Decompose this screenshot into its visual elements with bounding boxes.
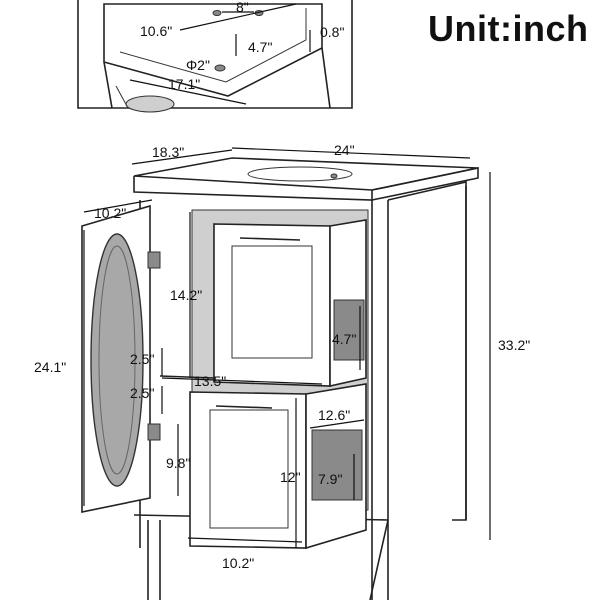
faucet-hole-left	[212, 10, 222, 16]
lower-drawer-panel	[209, 409, 289, 529]
dim-width-line	[231, 147, 471, 159]
door-hinge-top	[147, 251, 161, 269]
dim-drain-diameter: Φ2"	[186, 57, 210, 73]
unit-label: Unit:inch	[428, 8, 589, 49]
dim-drawer-front-width: 10.2"	[222, 555, 254, 571]
dim-bottom-clearance: 9.8"	[166, 455, 190, 471]
door-glass-panel	[90, 233, 144, 487]
inset-frame	[77, 0, 353, 109]
inset-body-left	[103, 61, 113, 109]
sink-inset	[77, 0, 353, 113]
dim-interior-width-line	[161, 377, 323, 385]
dim-lower-drawer-length: 12.6"	[318, 407, 350, 423]
dim-drawer-front-width-line	[187, 537, 303, 543]
front-left-leg	[147, 520, 161, 600]
dim-rim-thickness: 0.8"	[320, 24, 344, 40]
dim-lower-drawer-length-line	[309, 419, 365, 429]
dim-basin-line	[129, 79, 247, 105]
dim-basin-width: 17.1"	[168, 76, 200, 92]
door-glass-inner	[98, 245, 136, 475]
dim-lower-drawer-depth: 7.9"	[318, 471, 342, 487]
dim-interior-width: 13.5"	[194, 373, 226, 389]
dim-depth: 18.3"	[152, 144, 184, 160]
front-right-leg	[369, 519, 389, 600]
inset-body-right	[321, 47, 331, 109]
vanity-top-edge	[133, 176, 373, 201]
door-hinge-bottom	[147, 423, 161, 441]
upper-drawer-interior	[333, 299, 365, 361]
cabinet-right-side	[387, 180, 467, 520]
cabinet-back-leg	[452, 186, 467, 521]
dim-door-width: 10.2"	[94, 205, 126, 221]
dim-bowl-depth: 4.7"	[248, 39, 272, 55]
inset-door-edge	[115, 85, 129, 109]
dim-height: 33.2"	[498, 337, 530, 353]
dim-upper-drawer-height: 14.2"	[170, 287, 202, 303]
vanity-top	[133, 157, 479, 191]
basin-top	[103, 3, 323, 97]
sink-faucet-hole	[330, 173, 338, 179]
sink-bowl	[247, 166, 353, 182]
dim-upper-drawer-depth: 4.7"	[332, 331, 356, 347]
dim-shelf-gap-lower: 2.5"	[130, 385, 154, 401]
dim-depth-line	[131, 149, 233, 165]
dim-faucet-spacing: 8"	[236, 0, 249, 15]
drain-hole	[214, 64, 226, 72]
dim-door-height: 24.1"	[34, 359, 66, 375]
dim-bowl-width: 10.6"	[140, 23, 172, 39]
inset-door-window	[125, 95, 175, 113]
dim-shelf-gap-upper: 2.5"	[130, 351, 154, 367]
basin-bowl	[119, 8, 307, 83]
upper-drawer-panel	[231, 245, 313, 359]
dim-width: 24"	[334, 142, 355, 158]
upper-drawer-front	[213, 223, 331, 387]
dim-lower-drawer-height: 12"	[280, 469, 301, 485]
lower-drawer-handle	[215, 405, 273, 409]
vanity-main	[81, 147, 491, 600]
dim-bowl-line	[179, 3, 297, 31]
dim-door-width-line	[83, 199, 153, 213]
upper-drawer-handle	[239, 237, 301, 241]
vanity-top-side	[371, 167, 479, 201]
